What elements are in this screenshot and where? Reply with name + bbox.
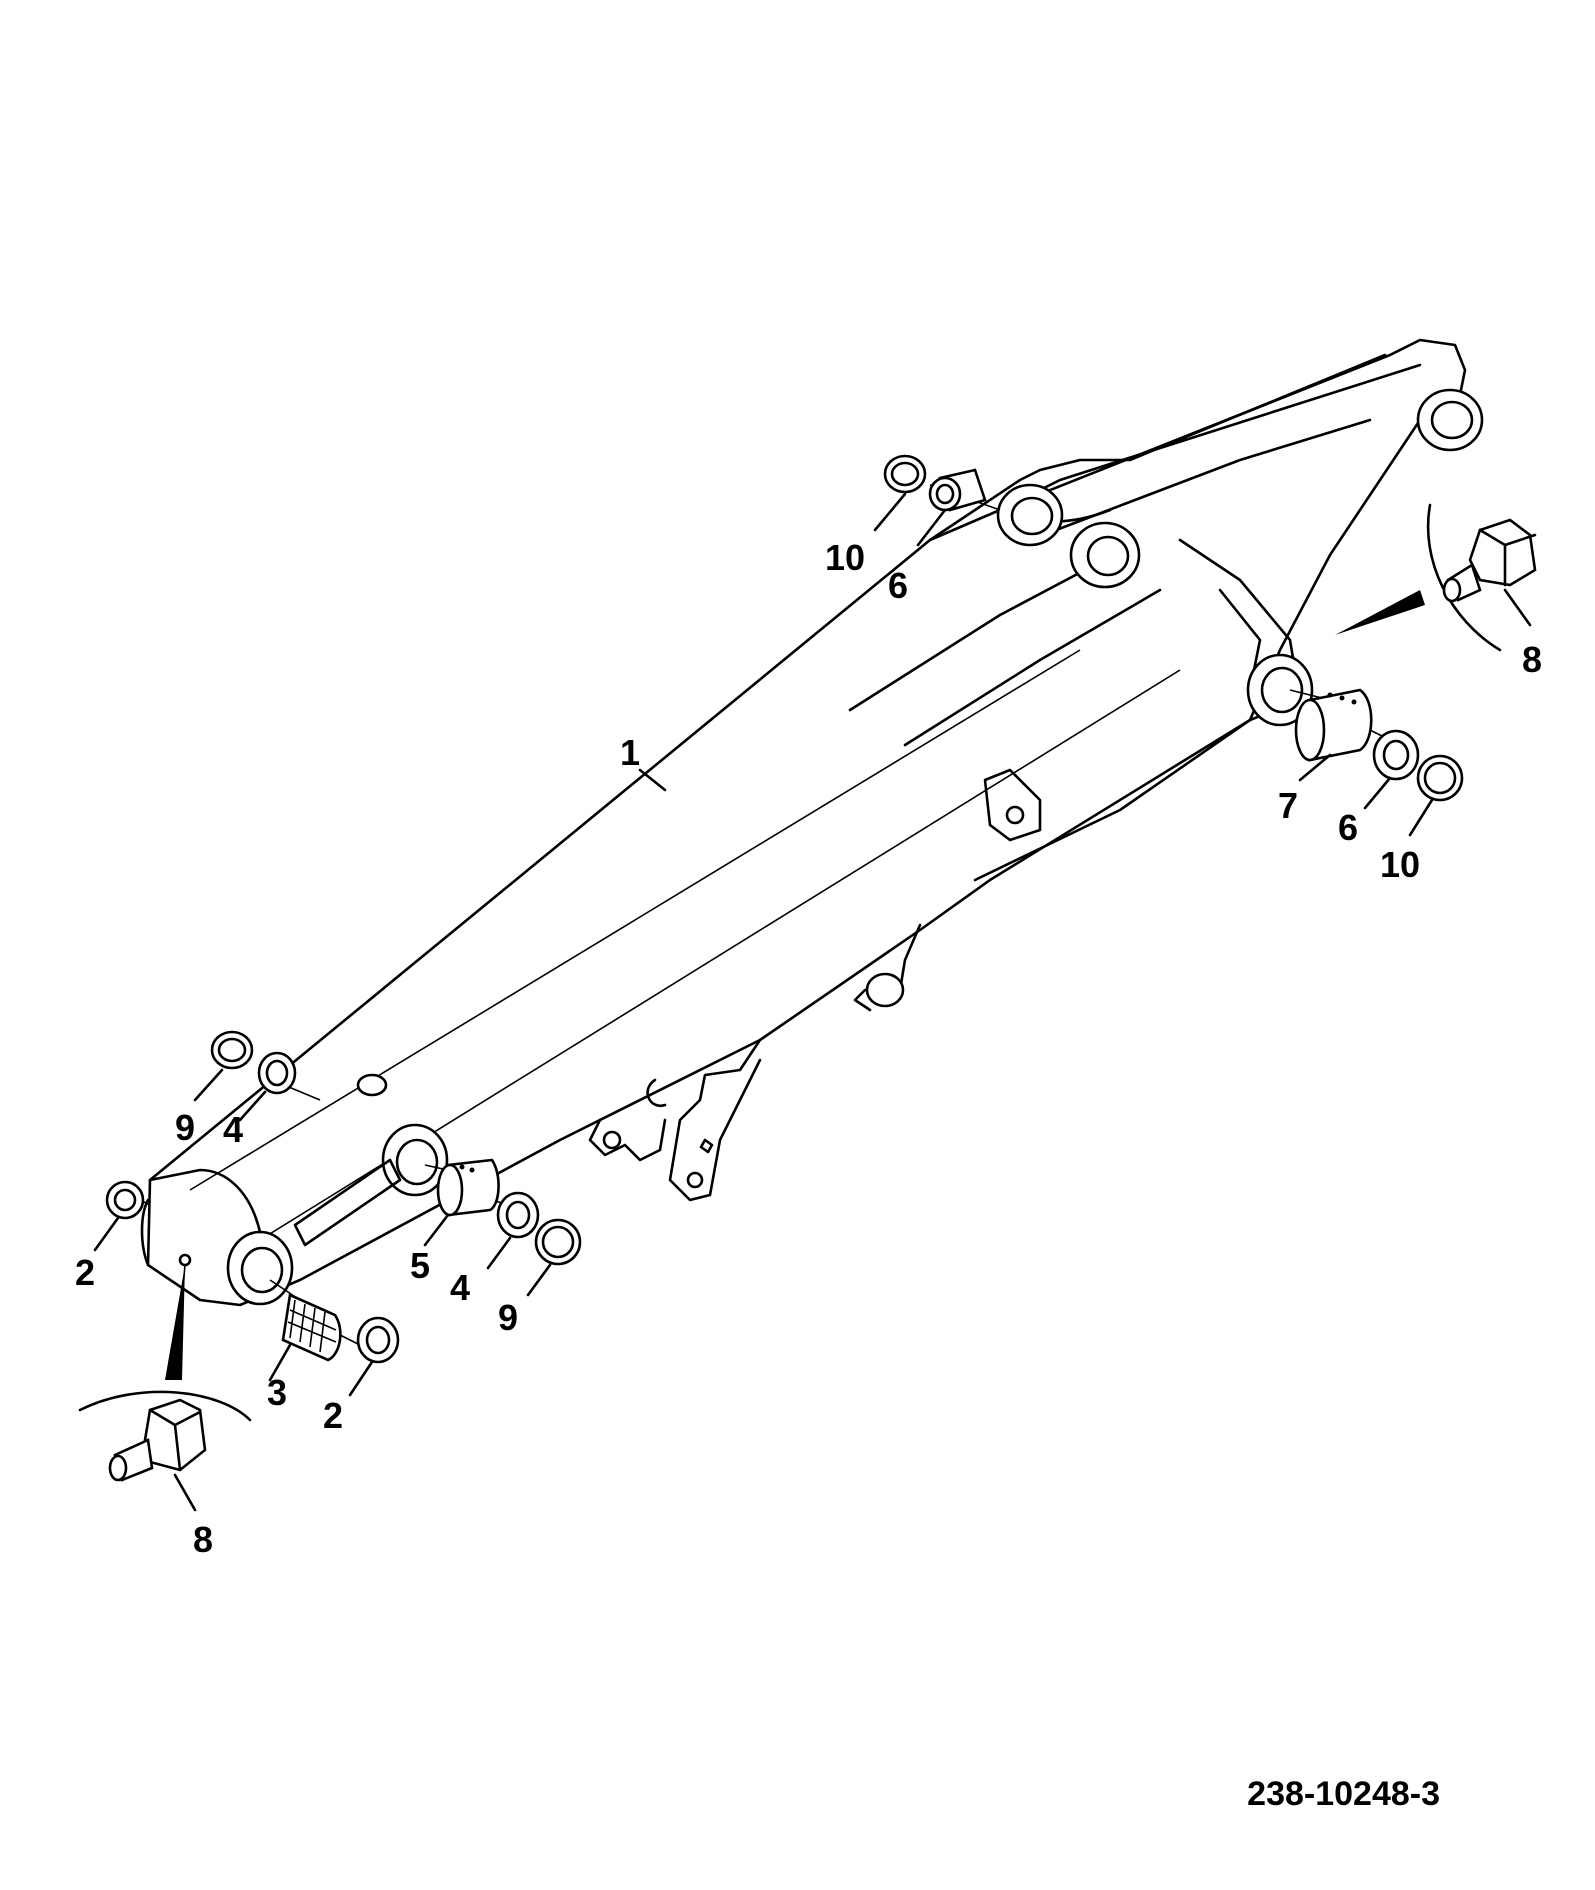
callout-8: 8	[193, 1519, 213, 1560]
callout-9: 9	[175, 1107, 195, 1148]
callout-2: 2	[75, 1252, 95, 1293]
callout-5: 5	[410, 1245, 430, 1286]
callout-4: 4	[223, 1109, 243, 1150]
callout-10: 10	[825, 537, 865, 578]
callout-1: 1	[620, 732, 640, 773]
grease-nipple-detail-left	[78, 1264, 252, 1482]
callout-6: 6	[888, 565, 908, 606]
grease-nipple-detail-right	[1335, 503, 1537, 652]
exploded-components	[105, 454, 1464, 1364]
callout-7: 7	[1278, 785, 1298, 826]
dipper-arm	[140, 338, 1484, 1307]
callout-2: 2	[323, 1395, 343, 1436]
callout-3: 3	[267, 1372, 287, 1413]
callout-8: 8	[1522, 639, 1542, 680]
callouts: 1 2 2 3 4 4 5 6 6 7 8 8 9 9 10 10	[75, 537, 1542, 1560]
drawing-reference-number: 238-10248-3	[1247, 1775, 1440, 1813]
callout-6: 6	[1338, 807, 1358, 848]
callout-10: 10	[1380, 844, 1420, 885]
leader-lines	[93, 492, 1532, 1512]
callout-9: 9	[498, 1297, 518, 1338]
callout-4: 4	[450, 1267, 470, 1308]
